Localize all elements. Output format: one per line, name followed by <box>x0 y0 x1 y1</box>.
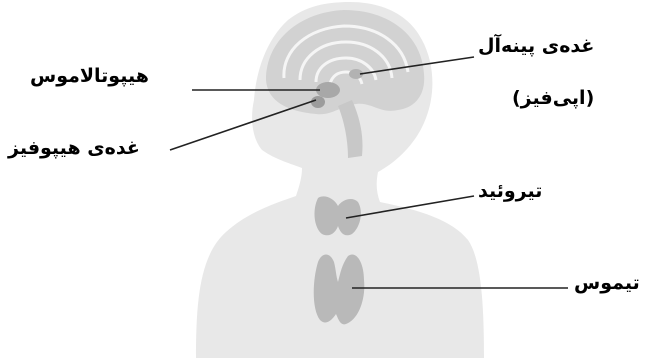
hypothalamus-label: هیپوتالاموس <box>30 66 149 88</box>
pineal-gland-label: غده‌ی پینه‌آل <box>478 36 594 58</box>
thymus-label: تیموس <box>574 273 640 295</box>
pineal-gland-alt-label: (اپی‌فیز) <box>512 88 594 110</box>
pituitary-organ <box>311 96 325 108</box>
thyroid-label: تیروئید <box>478 181 542 203</box>
pituitary-gland-label: غده‌ی هیپوفیز <box>8 138 140 160</box>
